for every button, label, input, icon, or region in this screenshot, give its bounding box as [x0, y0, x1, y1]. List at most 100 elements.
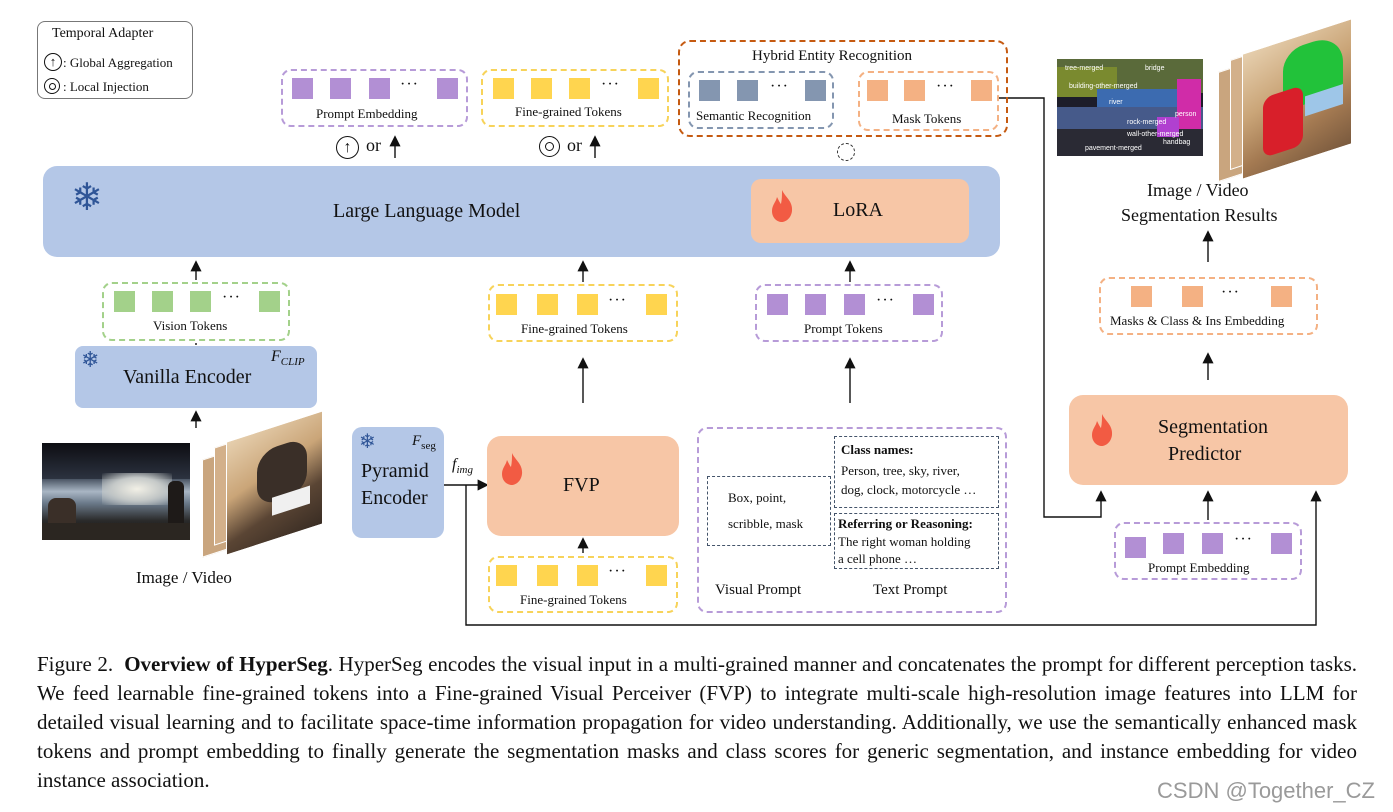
- token: [1131, 286, 1152, 307]
- ellipsis: ···: [608, 292, 627, 309]
- or-text: or: [567, 135, 582, 155]
- local-injection-icon: [44, 78, 60, 94]
- seg-label: handbag: [1163, 139, 1191, 146]
- token: [114, 291, 135, 312]
- token: [904, 80, 925, 101]
- caption-text: . HyperSeg encodes the visual input in a…: [37, 652, 1358, 792]
- ellipsis: ···: [770, 78, 789, 95]
- referring-line1: The right woman holding: [838, 534, 971, 549]
- f-seg-symbol: Fseg: [412, 433, 436, 452]
- ellipsis: ···: [601, 76, 620, 93]
- token: [737, 80, 758, 101]
- segmentation-predictor: Segmentation Predictor: [1069, 395, 1348, 485]
- token: [292, 78, 313, 99]
- snowflake-icon: ❄: [359, 431, 376, 453]
- seg-label: building-other-merged: [1069, 83, 1138, 90]
- flame-icon: [499, 452, 525, 486]
- text-prompt-label: Text Prompt: [873, 582, 948, 598]
- flame-icon: [769, 189, 795, 223]
- token: [330, 78, 351, 99]
- seg-label: wall-other-merged: [1127, 131, 1184, 138]
- caption-bold: Overview of HyperSeg: [124, 652, 328, 676]
- input-image: [42, 443, 190, 540]
- token: [805, 80, 826, 101]
- seg-label: rock-merged: [1127, 119, 1167, 126]
- ellipsis: ···: [876, 292, 895, 309]
- prompt-tokens-label: Prompt Tokens: [804, 321, 883, 336]
- visual-prompt-box: Box, point, scribble, mask: [707, 476, 831, 546]
- fine-grained-upper-label: Fine-grained Tokens: [521, 321, 628, 336]
- token: [577, 565, 598, 586]
- semantic-recognition-label: Semantic Recognition: [696, 108, 812, 123]
- legend-local: : Local Injection: [63, 79, 149, 94]
- connector-layer: [190, 97, 1322, 626]
- token: [1125, 537, 1146, 558]
- token: [1182, 286, 1203, 307]
- visual-prompt-label: Visual Prompt: [715, 582, 802, 598]
- class-names-title: Class names:: [841, 442, 914, 457]
- large-language-model: ❄ Large Language Model LoRA: [43, 166, 1000, 257]
- token: [437, 78, 458, 99]
- fine-grained-tokens-upper: ··· Fine-grained Tokens: [488, 284, 678, 342]
- segmentation-result-image: tree-merged bridge building-other-merged…: [1057, 59, 1203, 156]
- token: [699, 80, 720, 101]
- class-names-line1: Person, tree, sky, river,: [841, 463, 960, 478]
- arrow-fimg-to-predictor: [465, 485, 1322, 626]
- token: [531, 78, 552, 99]
- right-prompt-embedding-box: ··· Prompt Embedding: [1114, 522, 1302, 580]
- seg-label: person: [1175, 111, 1197, 118]
- ellipsis: ···: [1234, 531, 1253, 548]
- ellipsis: ···: [936, 78, 955, 95]
- fine-grained-tokens-lower: ··· Fine-grained Tokens: [488, 556, 678, 613]
- referring-line2: a cell phone …: [838, 551, 918, 566]
- token: [496, 565, 517, 586]
- token: [913, 294, 934, 315]
- local-injection-icon: [539, 136, 560, 157]
- token: [152, 291, 173, 312]
- caption-fig: Figure 2.: [37, 652, 114, 676]
- visual-prompt-line1: Box, point,: [728, 490, 787, 505]
- top-prompt-embedding-label: Prompt Embedding: [316, 106, 418, 121]
- or-text: or: [366, 135, 381, 155]
- semantic-recognition-box: ··· Semantic Recognition: [688, 71, 834, 129]
- token: [190, 291, 211, 312]
- fine-grained-lower-label: Fine-grained Tokens: [520, 592, 627, 607]
- token: [569, 78, 590, 99]
- referring-title: Referring or Reasoning:: [838, 516, 973, 531]
- ellipsis: ···: [608, 563, 627, 580]
- snowflake-icon: ❄: [81, 347, 100, 372]
- seg-label: pavement-merged: [1085, 145, 1142, 152]
- token: [369, 78, 390, 99]
- figure-caption: Figure 2. Overview of HyperSeg. HyperSeg…: [37, 650, 1357, 795]
- f-clip-symbol: FCLIP: [271, 348, 305, 369]
- global-aggregation-icon: ↑: [336, 136, 359, 159]
- token: [259, 291, 280, 312]
- flame-icon: [1089, 413, 1115, 447]
- vision-tokens-box: ··· Vision Tokens: [102, 282, 290, 341]
- mask-tokens-label: Mask Tokens: [892, 111, 962, 126]
- class-names-line2: dog, clock, motorcycle …: [841, 482, 977, 497]
- mask-tokens-box: ··· Mask Tokens: [858, 71, 999, 131]
- ellipsis: ···: [1221, 284, 1240, 301]
- segmentation-result-video: [1218, 18, 1358, 183]
- hybrid-entity-recognition-box: Hybrid Entity Recognition ··· Semantic R…: [678, 40, 1008, 137]
- token: [805, 294, 826, 315]
- prompt-tokens-box: ··· Prompt Tokens: [755, 284, 943, 342]
- ellipsis: ···: [400, 76, 419, 93]
- temporal-adapter-legend: Temporal Adapter ↑ : Global Aggregation …: [37, 21, 193, 99]
- token: [971, 80, 992, 101]
- seg-predictor-line1: Segmentation: [1158, 416, 1268, 438]
- token: [537, 565, 558, 586]
- global-aggregation-icon: ↑: [44, 53, 62, 71]
- token: [638, 78, 659, 99]
- f-img-symbol: fimg: [452, 456, 473, 477]
- prompt-container: Box, point, scribble, mask Class names: …: [697, 427, 1007, 613]
- token: [646, 294, 667, 315]
- token: [496, 294, 517, 315]
- top-fine-grained-label: Fine-grained Tokens: [515, 104, 622, 119]
- results-line2: Segmentation Results: [1121, 205, 1278, 225]
- arrow-mask-to-predictor: [998, 97, 1107, 518]
- top-fine-grained-box: ··· Fine-grained Tokens: [481, 69, 669, 127]
- seg-predictor-line2: Predictor: [1168, 443, 1242, 465]
- seg-label: river: [1109, 99, 1123, 106]
